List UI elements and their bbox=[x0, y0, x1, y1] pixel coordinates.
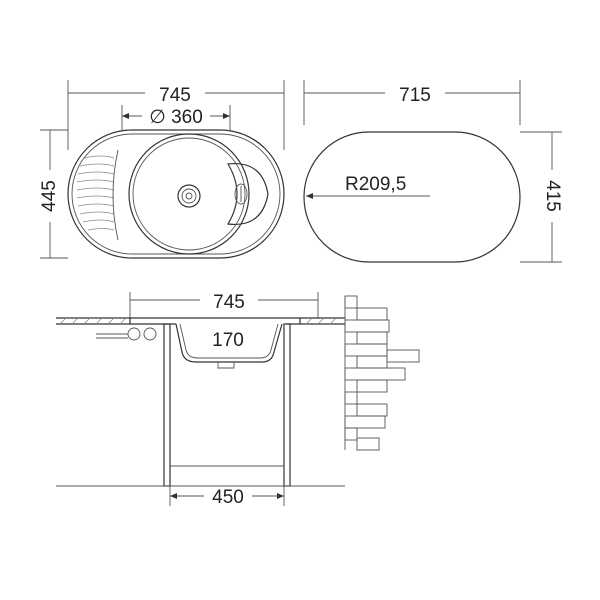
overflow-recess bbox=[227, 162, 269, 226]
cutout-depth-label: 415 bbox=[542, 180, 563, 212]
section-width-label: 745 bbox=[213, 292, 245, 313]
tap-hole bbox=[143, 327, 157, 341]
sink-outline bbox=[67, 129, 285, 259]
bowl-depth-label: 170 bbox=[212, 330, 244, 351]
brick-wall bbox=[344, 295, 420, 451]
overflow-icon bbox=[234, 183, 248, 205]
depth-label: 445 bbox=[39, 180, 60, 212]
drain bbox=[177, 184, 201, 208]
drain-section bbox=[217, 362, 235, 369]
cabinet-left-wall bbox=[163, 323, 171, 487]
cabinet-width-label: 450 bbox=[212, 487, 244, 508]
bowl-diameter-label: ∅ 360 bbox=[149, 107, 203, 128]
radius-label: R209,5 bbox=[345, 174, 406, 195]
width-label: 745 bbox=[159, 85, 191, 106]
cutout-outline bbox=[303, 131, 521, 263]
tap-hole bbox=[127, 327, 141, 341]
cutout-view: 715 415 R209,5 bbox=[303, 80, 563, 263]
cutout-width-label: 715 bbox=[399, 85, 431, 106]
bowl-section bbox=[175, 323, 283, 363]
bowl-outline bbox=[128, 133, 250, 255]
drainer-ribs bbox=[76, 155, 115, 231]
top-view: 745 ∅ 360 445 bbox=[39, 80, 285, 259]
cabinet-right-wall bbox=[283, 323, 291, 487]
section-view: 745 170 bbox=[56, 292, 420, 508]
